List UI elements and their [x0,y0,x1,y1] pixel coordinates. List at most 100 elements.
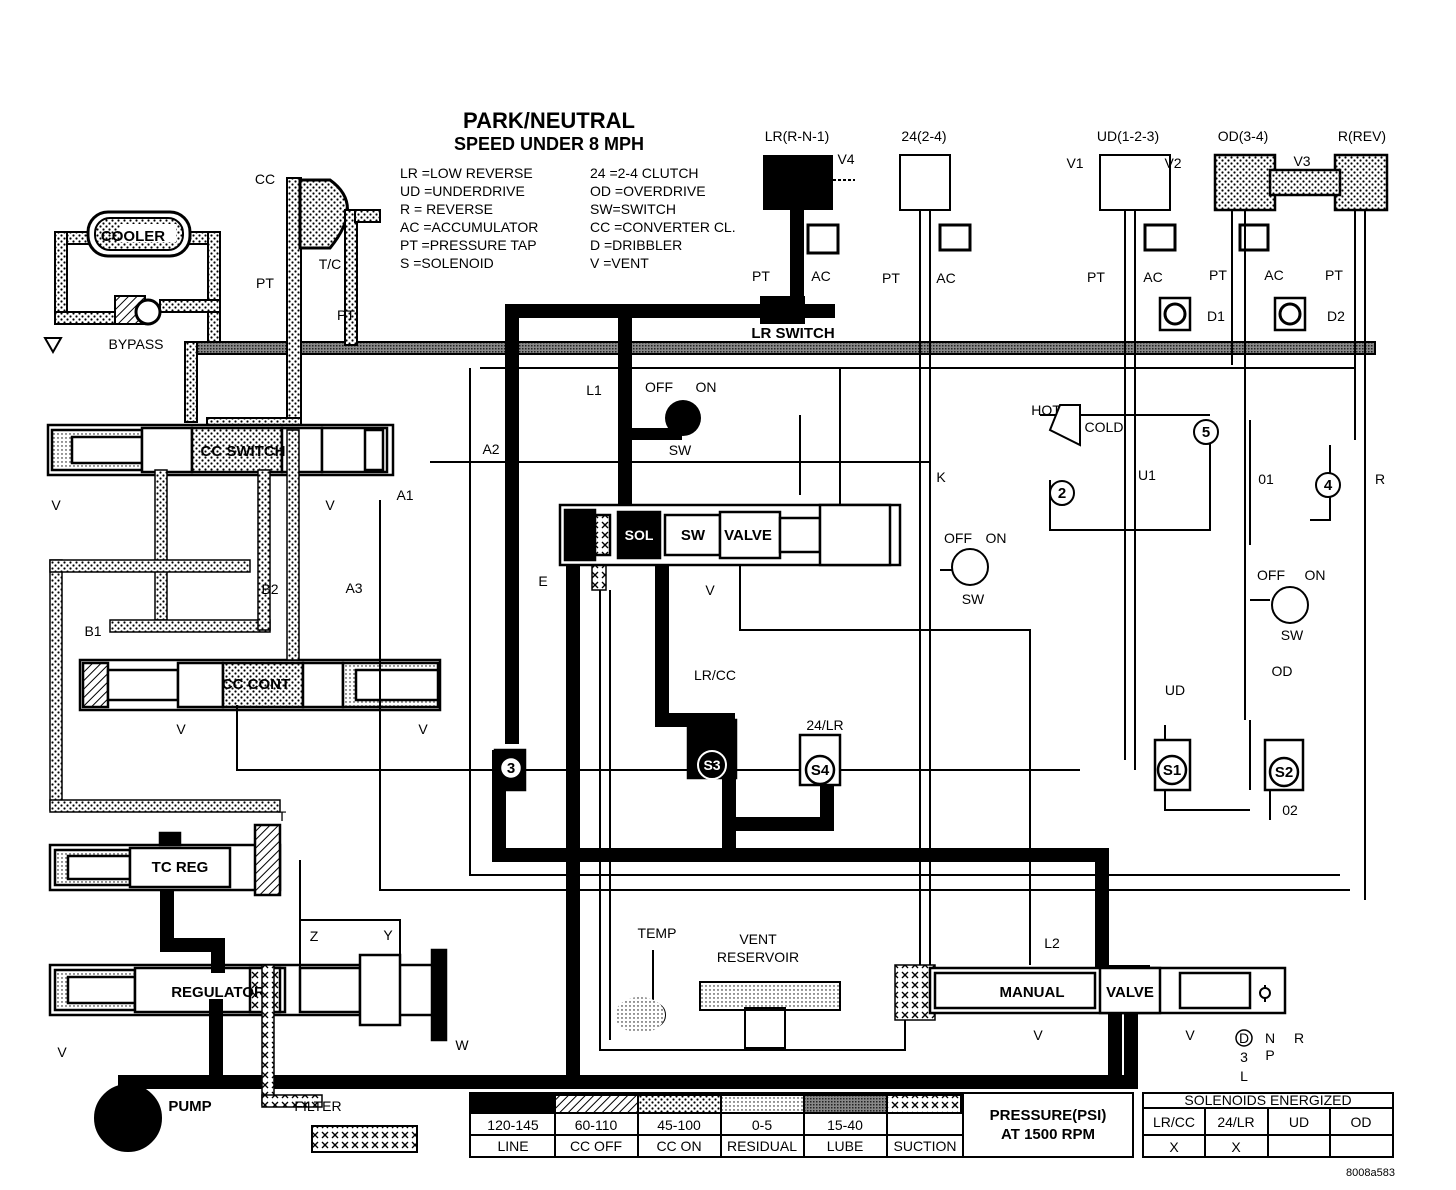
manual-label: MANUAL [1000,984,1065,1001]
s3-label: S3 [703,757,720,773]
pt-label-lr: PT [752,268,770,284]
check-4-label: 4 [1324,477,1333,494]
cc-switch-label: CC SWITCH [201,443,286,460]
v3-label: V3 [1293,153,1310,169]
ac-label-ud: AC [1143,269,1162,285]
cc-label: CC [255,171,275,187]
name-line: LINE [497,1138,528,1154]
t-label: T [278,808,287,824]
sol-label: SOL [625,527,654,543]
sol-sw-valve [558,503,902,567]
o1-label: 01 [1258,471,1274,487]
d2-label: D2 [1327,308,1345,324]
v4-label: V4 [837,151,854,167]
thin-passages [236,154,1366,1051]
od-solenoid-label: OD [1272,663,1293,679]
pt-label-24: PT [882,270,900,286]
b2-label: B2 [261,581,278,597]
gear-n-label: N [1265,1030,1275,1046]
check-3-label: 3 [507,760,515,777]
name-residual: RESIDUAL [727,1138,797,1154]
numbered-check-balls: 2 5 4 [1058,424,1333,502]
clutch-boxes [1158,153,1389,332]
bypass-label: BYPASS [109,336,164,352]
pt-label-ud: PT [1087,269,1105,285]
ac-label-24: AC [936,270,955,286]
y-label: Y [383,927,393,943]
sw-label-3: SW [1281,627,1304,643]
sw-label-1: SW [669,442,692,458]
l2-label: L2 [1044,935,1060,951]
vent-label-4: V [418,721,428,737]
legend-right-5: V =VENT [590,255,649,271]
c24-clutch-label: 24(2-4) [901,128,946,144]
o2-label: 02 [1282,802,1298,818]
pressure-legend [469,1092,1134,1158]
pressure-caption-2: AT 1500 RPM [1001,1126,1095,1143]
range-cc-on: 45-100 [657,1117,701,1133]
b1-label: B1 [84,623,101,639]
vent-label-1: V [51,497,61,513]
pump-filter [94,999,418,1153]
legend-right-4: D =DRIBBLER [590,237,682,253]
cooler-label: COOLER [101,228,165,245]
legend-left-1: UD =UNDERDRIVE [400,183,525,199]
d1-label: D1 [1207,308,1225,324]
vent-label-8: V [1185,1027,1195,1043]
range-cc-off: 60-110 [575,1117,618,1133]
on-label-3: ON [1305,567,1326,583]
gear-l-label: L [1240,1068,1248,1084]
on-label-2: ON [986,530,1007,546]
legend-right-3: CC =CONVERTER CL. [590,219,736,235]
range-line: 120-145 [487,1117,539,1133]
manual-valve [928,966,1287,1015]
pressure-switches [951,404,1341,624]
gear-selector: D 3 L N P R [1235,1029,1304,1084]
lrcc-solenoid-label: LR/CC [694,667,736,683]
pt-label-tc: PT [256,275,274,291]
ac-label-lr: AC [811,268,830,284]
pump-label: PUMP [168,1098,211,1115]
vent-label-7: V [1033,1027,1043,1043]
gear-p-label: P [1265,1047,1274,1063]
pump-filter-labels: PUMP FILTER [168,1098,341,1115]
check-5-label: 5 [1202,424,1210,441]
legend-left-5: S =SOLENOID [400,255,494,271]
pt-label-rev: PT [1325,267,1343,283]
diagram-header: PARK/NEUTRAL SPEED UNDER 8 MPH [454,108,644,154]
solenoid-table [1142,1092,1394,1158]
solenoid-table-header: SOLENOIDS ENERGIZED [1184,1092,1351,1108]
s2-label: S2 [1275,764,1293,781]
name-cc-on: CC ON [656,1138,701,1154]
rev-clutch-label: R(REV) [1338,128,1386,144]
r-label: R [1375,471,1385,487]
passage-labels: L1 OFF ON SW A2 A1 A3 B2 B1 E K U1 01 R … [84,379,1385,1053]
vent-labels: V V V V V V V V [51,497,1195,1060]
sw-label-2: SW [962,591,985,607]
off-label-2: OFF [944,530,972,546]
cooler-circuit [43,210,1376,423]
filter-label: FILTER [294,1098,341,1114]
legend-right-0: 24 =2-4 CLUTCH [590,165,699,181]
lr-switch-label: LR SWITCH [751,325,834,342]
vent-label: VENT [739,931,777,947]
cold-label: COLD [1085,419,1124,435]
s1-label: S1 [1163,762,1181,779]
legend-left-2: R = REVERSE [400,201,493,217]
figure-code: 8008a583 [1346,1167,1395,1179]
gear-d-label: D [1239,1030,1249,1046]
cc-cont-label: CC CONT [222,676,290,693]
tc-reg-label: TC REG [152,859,209,876]
name-lube: LUBE [827,1138,864,1154]
solenoids [493,718,1305,792]
tc-label: T/C [319,256,342,272]
od-clutch-label: OD(3-4) [1218,128,1269,144]
reservoir [615,950,841,1049]
val-lrcc: X [1169,1139,1179,1155]
cc-switch-valve [46,423,395,477]
s4-label: S4 [811,762,830,779]
valve2-label: VALVE [1106,984,1154,1001]
vent-label-6: V [57,1044,67,1060]
cc-on-passages [49,429,936,1108]
regulator-label: REGULATOR [171,984,265,1001]
